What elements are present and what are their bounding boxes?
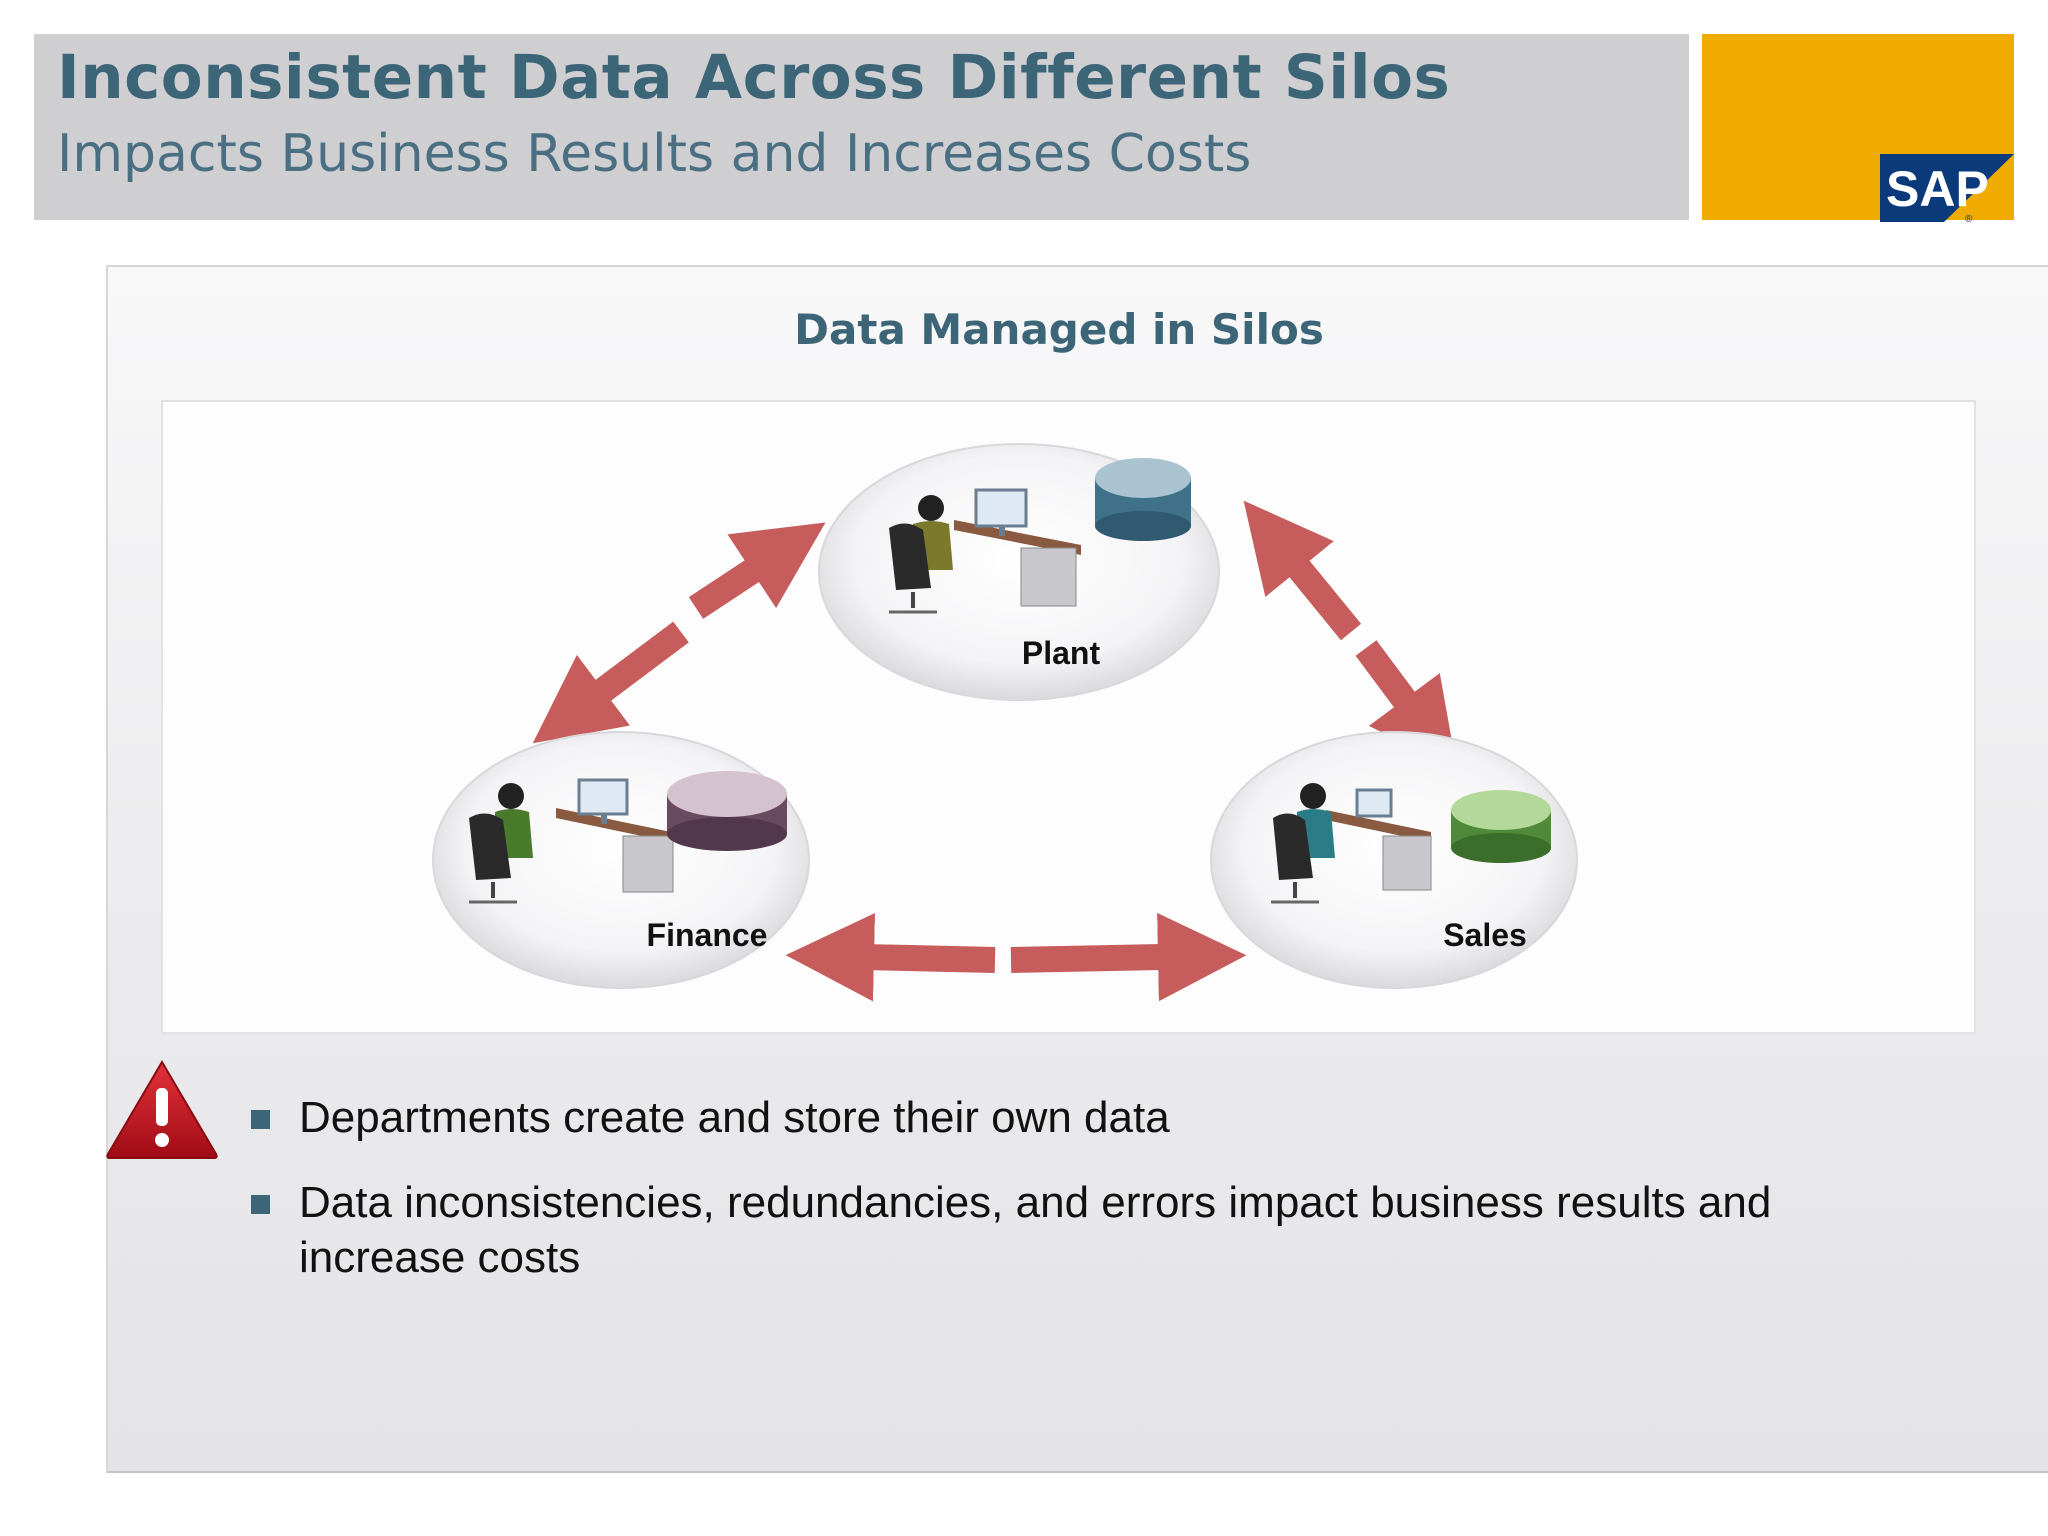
bullet-item: Departments create and store their own d… [248, 1090, 1948, 1145]
bullet-square-icon [251, 1195, 270, 1214]
desk-worker-icon [469, 778, 674, 904]
arrow-finance-sales [785, 912, 1247, 1002]
bullet-item: Data inconsistencies, redundancies, and … [248, 1175, 1948, 1285]
bullet-text: Departments create and store their own d… [299, 1093, 1170, 1142]
node-label-sales: Sales [1443, 917, 1527, 953]
svg-text:®: ® [1965, 214, 1973, 224]
silo-diagram: Plant Finance [432, 443, 1578, 1002]
database-icon [667, 771, 787, 851]
arrow-plant-sales [1243, 500, 1458, 771]
slide-subtitle: Impacts Business Results and Increases C… [57, 124, 1252, 184]
node-finance: Finance [432, 731, 810, 989]
desk-worker-icon [889, 488, 1081, 614]
arrow-plant-finance [532, 522, 826, 744]
slide-title: Inconsistent Data Across Different Silos [57, 42, 1451, 113]
bullet-text: Data inconsistencies, redundancies, and … [299, 1178, 1772, 1282]
node-plant: Plant [818, 443, 1220, 701]
node-label-finance: Finance [647, 917, 768, 953]
database-icon [1095, 458, 1191, 541]
node-label-plant: Plant [1022, 635, 1101, 671]
bullet-square-icon [251, 1110, 270, 1129]
bullet-list: Departments create and store their own d… [248, 1090, 1948, 1315]
warning-icon [106, 1060, 218, 1159]
diagram-title: Data Managed in Silos [794, 305, 1324, 354]
sap-logo: SAP ® [1880, 154, 2014, 224]
database-icon [1451, 790, 1551, 863]
header-bar [34, 34, 1689, 220]
sap-logo-text: SAP [1886, 161, 1989, 217]
desk-worker-icon [1271, 783, 1432, 904]
node-sales: Sales [1210, 731, 1578, 989]
